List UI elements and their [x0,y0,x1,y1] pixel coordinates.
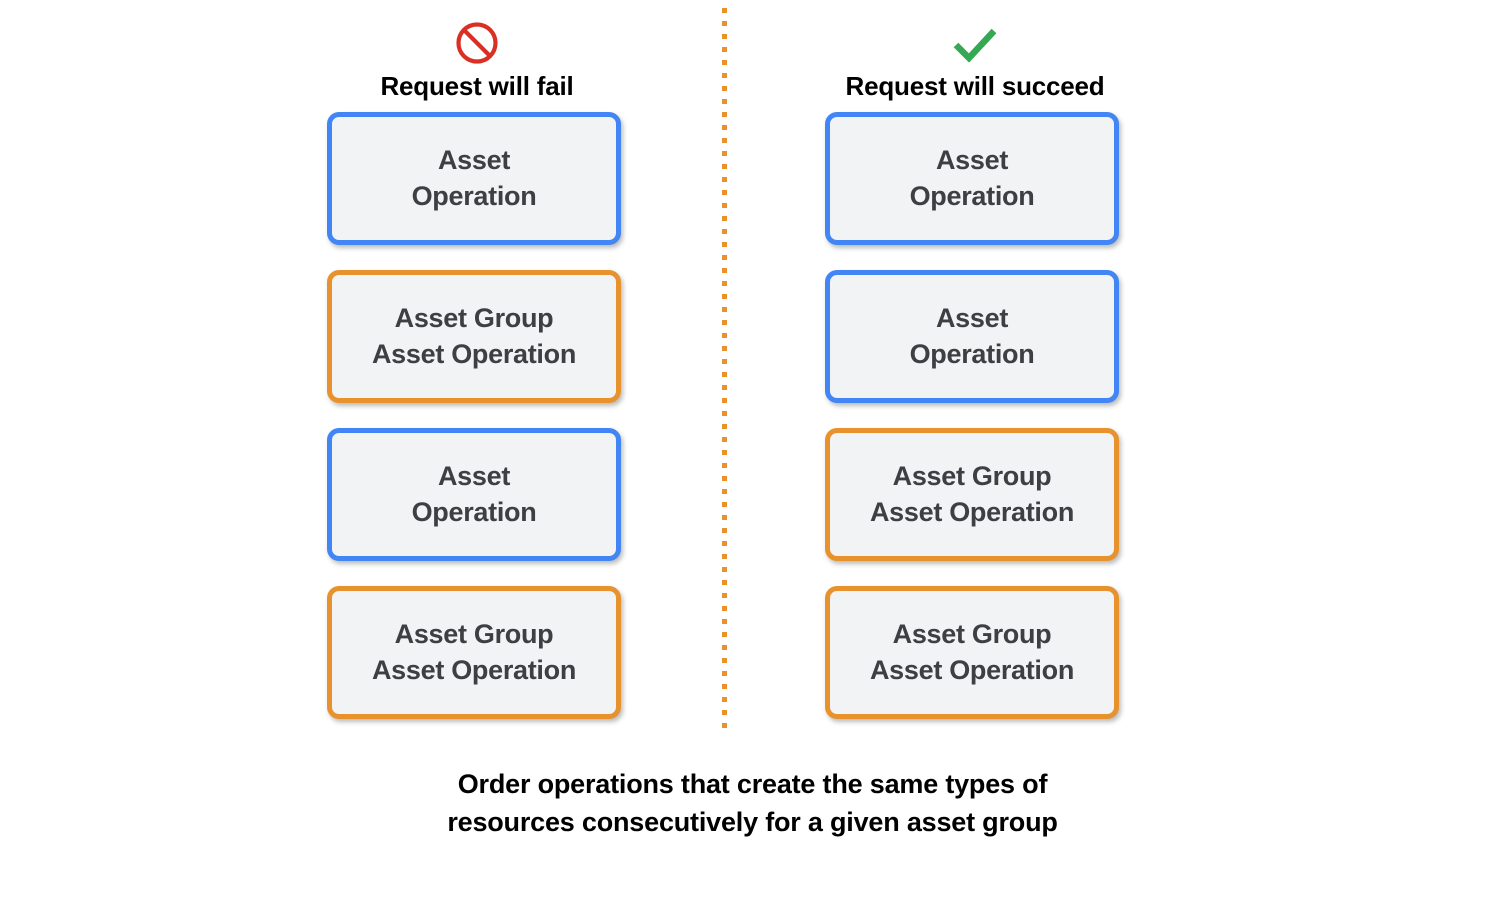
vertical-dotted-divider [722,8,727,736]
card-succeed-2[interactable]: Asset Operation [825,270,1119,403]
card-succeed-2-label: Asset Operation [909,302,1035,369]
column-title-succeed: Request will succeed [845,71,1105,101]
diagram-caption: Order operations that create the same ty… [447,769,1058,838]
prohibition-icon [453,19,501,67]
card-succeed-1[interactable]: Asset Operation [825,112,1119,245]
card-fail-4-label: Asset Group Asset Operation [371,618,577,685]
card-succeed-1-label: Asset Operation [909,144,1035,211]
column-request-will-succeed: Request will succeed Asset Operation Ass… [825,10,1125,719]
card-succeed-3[interactable]: Asset Group Asset Operation [825,428,1119,561]
check-icon [946,19,1004,67]
card-stack-succeed: Asset Operation Asset Operation Asset Gr… [825,112,1125,719]
card-succeed-3-label: Asset Group Asset Operation [869,460,1075,527]
column-title-fail: Request will fail [380,71,574,101]
card-stack-fail: Asset Operation Asset Group Asset Operat… [327,112,627,719]
card-fail-3[interactable]: Asset Operation [327,428,621,561]
card-fail-1[interactable]: Asset Operation [327,112,621,245]
card-fail-3-label: Asset Operation [411,460,537,527]
card-fail-4[interactable]: Asset Group Asset Operation [327,586,621,719]
column-header-succeed: Request will succeed [825,10,1125,102]
card-fail-1-label: Asset Operation [411,144,537,211]
card-fail-2-label: Asset Group Asset Operation [371,302,577,369]
column-header-fail: Request will fail [327,10,627,102]
card-succeed-4[interactable]: Asset Group Asset Operation [825,586,1119,719]
column-request-will-fail: Request will fail Asset Operation Asset … [327,10,627,719]
card-succeed-4-label: Asset Group Asset Operation [869,618,1075,685]
card-fail-2[interactable]: Asset Group Asset Operation [327,270,621,403]
